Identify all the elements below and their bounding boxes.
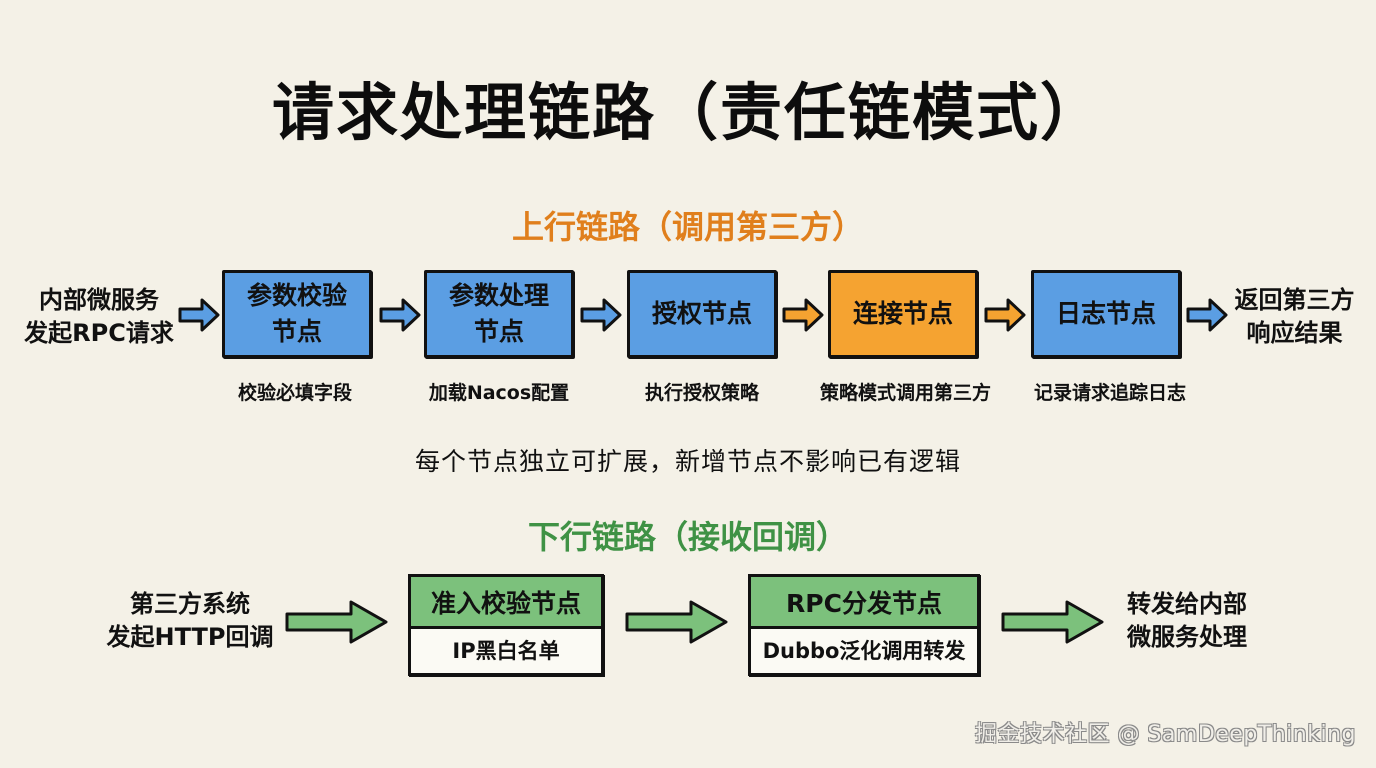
node-label-line-1: 参数处理	[448, 281, 549, 310]
extensibility-note: 每个节点独立可扩展，新增节点不影响已有逻辑	[414, 447, 961, 476]
downstream-arrow-1	[285, 600, 388, 644]
upstream-source: 内部微服务 发起RPC请求	[14, 284, 184, 350]
downstream-node-rpc-dispatch: RPC分发节点 Dubbo泛化调用转发	[748, 574, 980, 676]
upstream-arrow-5	[984, 298, 1026, 332]
downstream-title: 下行链路（接收回调）	[527, 518, 848, 556]
upstream-target-line-2: 响应结果	[1246, 319, 1343, 347]
node-label-line-2: 节点	[271, 317, 322, 346]
node-label: RPC分发节点	[751, 577, 977, 629]
downstream-source-line-1: 第三方系统	[130, 590, 250, 618]
upstream-arrow-4	[782, 298, 824, 332]
downstream-source: 第三方系统 发起HTTP回调	[95, 588, 285, 654]
upstream-node-param-validate: 参数校验 节点	[222, 270, 372, 358]
upstream-target: 返回第三方 响应结果	[1222, 284, 1367, 350]
node-label: 连接节点	[852, 299, 953, 328]
upstream-caption-auth: 执行授权策略	[644, 382, 759, 404]
watermark: 掘金技术社区 @ SamDeepThinking	[974, 722, 1356, 747]
upstream-node-log: 日志节点	[1031, 270, 1181, 358]
node-label: 准入校验节点	[411, 577, 601, 629]
upstream-node-auth: 授权节点	[627, 270, 777, 358]
upstream-source-line-1: 内部微服务	[39, 286, 159, 314]
upstream-caption-log: 记录请求追踪日志	[1033, 382, 1186, 404]
node-label: 日志节点	[1055, 299, 1156, 328]
node-detail: Dubbo泛化调用转发	[762, 638, 966, 663]
upstream-arrow-1	[178, 298, 220, 332]
upstream-arrow-2	[379, 298, 421, 332]
upstream-node-connect: 连接节点	[828, 270, 978, 358]
upstream-arrow-6	[1186, 298, 1228, 332]
node-label-line-2: 节点	[473, 317, 524, 346]
node-label: 授权节点	[651, 299, 752, 328]
upstream-caption-param-process: 加载Nacos配置	[428, 382, 570, 404]
downstream-target-line-1: 转发给内部	[1127, 590, 1247, 618]
downstream-arrow-3	[1001, 600, 1104, 644]
upstream-source-line-2: 发起RPC请求	[24, 319, 174, 347]
downstream-target: 转发给内部 微服务处理	[1112, 588, 1262, 654]
upstream-node-param-process: 参数处理 节点	[424, 270, 574, 358]
downstream-source-line-2: 发起HTTP回调	[106, 623, 274, 651]
upstream-caption-param-validate: 校验必填字段	[237, 382, 352, 404]
upstream-caption-connect: 策略模式调用第三方	[819, 382, 991, 404]
downstream-target-line-2: 微服务处理	[1127, 623, 1247, 651]
upstream-arrow-3	[580, 298, 622, 332]
node-label-line-1: 参数校验	[246, 281, 347, 310]
node-detail: IP黑白名单	[452, 638, 560, 663]
downstream-node-admission: 准入校验节点 IP黑白名单	[408, 574, 604, 676]
main-title: 请求处理链路（责任链模式）	[271, 76, 1104, 149]
downstream-arrow-2	[625, 600, 728, 644]
upstream-target-line-1: 返回第三方	[1234, 286, 1355, 314]
upstream-title: 上行链路（调用第三方）	[511, 208, 864, 246]
